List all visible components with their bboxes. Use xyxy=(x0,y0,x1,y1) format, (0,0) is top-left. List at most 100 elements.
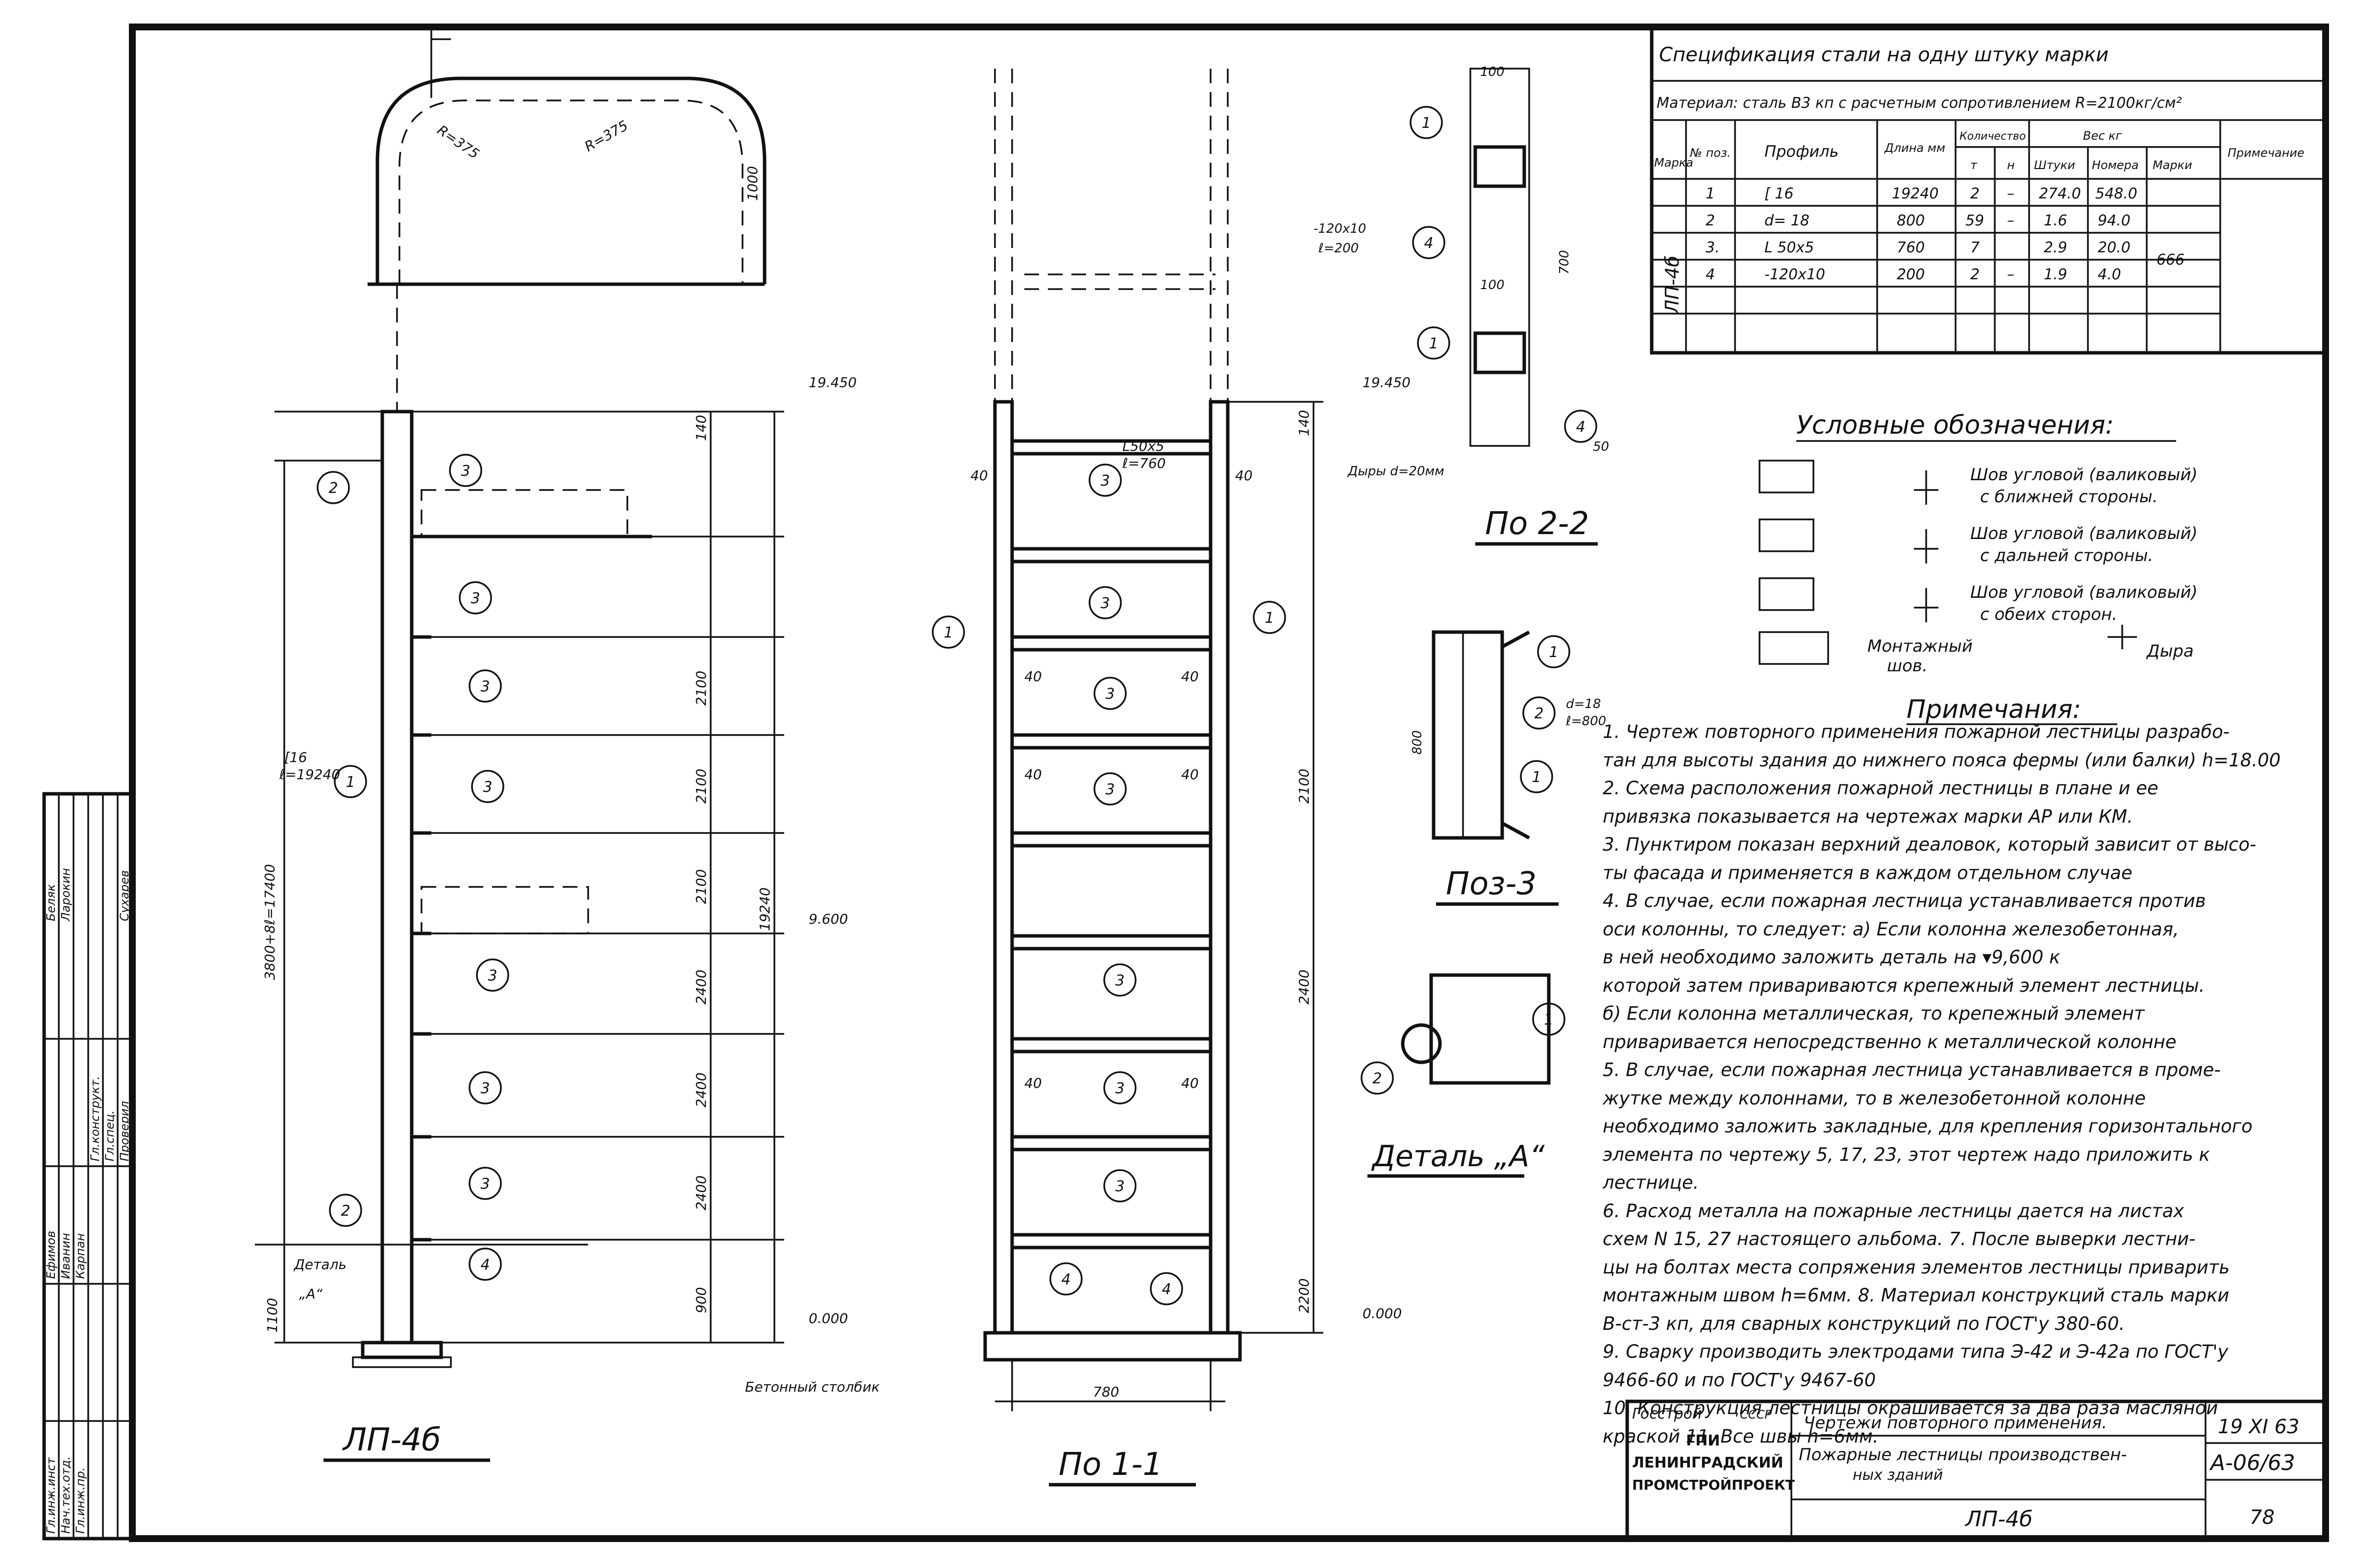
dim-2100b: 2100 xyxy=(693,769,709,804)
side-name-2: Ларокин xyxy=(59,868,73,922)
note-line-10: которой затем привариваются крепежный эл… xyxy=(1603,975,2205,996)
spec-row-4-qn: – xyxy=(2007,266,2014,283)
dim-2400a: 2400 xyxy=(693,970,709,1004)
note-line-11: б) Если колонна металлическая, то крепеж… xyxy=(1603,1003,2145,1024)
spec-row-3-w2: 20.0 xyxy=(2098,239,2131,256)
note-line-5: 3. Пунктиром показан верхний деаловок, к… xyxy=(1603,834,2257,855)
note-line-3: 2. Схема расположения пожарной лестницы … xyxy=(1603,778,2158,799)
dim-800: 800 xyxy=(1410,730,1425,755)
svg-text:1: 1 xyxy=(1544,1011,1553,1029)
dim-100b: 100 xyxy=(1480,278,1505,293)
legend: Условные обозначения: Шов угловой (валик… xyxy=(1759,411,2198,676)
stringer-left xyxy=(993,400,1014,1335)
view-lp4b-title: ЛП-4б xyxy=(342,1422,441,1458)
concrete-label: Бетонный столбик xyxy=(745,1379,880,1395)
spec-row-4-qt: 2 xyxy=(1970,266,1980,283)
view-pos-3: 121 d=18 ℓ=800 800 Поз-3 xyxy=(1410,630,1606,906)
spec-row-3-w1: 2.9 xyxy=(2044,239,2067,256)
spec-row-4-length: 200 xyxy=(1897,266,1925,283)
notes: 1. Чертеж повторного применения пожарной… xyxy=(1603,718,2328,1450)
side-role-4: Гл.конструкт. xyxy=(88,1076,102,1161)
spec-row-1-w2: 548.0 xyxy=(2095,185,2137,202)
spec-h-mark: Марка xyxy=(1654,156,1693,170)
stamp-org5: ПРОМСТРОЙПРОЕКТ xyxy=(1632,1476,1795,1493)
dim-40b: 40 xyxy=(1235,467,1253,484)
note-line-1: 1. Чертеж повторного применения пожарной… xyxy=(1603,721,2230,742)
side-role-6: Проверил xyxy=(118,1101,131,1161)
legend-item-3-l1: Шов угловой (валиковый) xyxy=(1970,583,2198,602)
dim-50: 50 xyxy=(1593,440,1609,454)
spec-row-3-profile: L 50х5 xyxy=(1764,239,1814,256)
dim-40d: 40 xyxy=(1181,668,1199,685)
stamp-date: 19 XI 63 xyxy=(2218,1416,2299,1438)
spec-row-1-profile: [ 16 xyxy=(1764,185,1793,202)
dim-top: 1000 xyxy=(744,166,761,201)
detail-a-ref: Деталь xyxy=(293,1256,347,1273)
spec-rows: 1 [ 16 19240 2 – 274.0 548.0 2 d= 18 800… xyxy=(1706,185,2184,283)
plate-length: ℓ=200 xyxy=(1318,241,1359,256)
side-role-2: Нач.тех.отд. xyxy=(59,1456,73,1534)
svg-text:2: 2 xyxy=(328,480,338,497)
spec-row-3-length: 760 xyxy=(1897,239,1925,256)
rod-length: ℓ=800 xyxy=(1565,714,1606,729)
svg-text:3: 3 xyxy=(1100,595,1110,612)
dim-c16: [16 xyxy=(284,749,307,765)
dim-r2: R=375 xyxy=(582,117,631,155)
spec-row-2-qn: – xyxy=(2007,212,2014,229)
angle-label: L50x5 xyxy=(1122,438,1165,454)
angle-length: ℓ=760 xyxy=(1122,455,1166,471)
elev-0000: 0.000 xyxy=(809,1310,848,1326)
svg-text:2: 2 xyxy=(1534,705,1543,722)
spec-table xyxy=(1650,25,2328,355)
stamp-sheet: 78 xyxy=(2250,1506,2275,1529)
spec-row-3-qt: 7 xyxy=(1970,239,1980,256)
stamp-org1: Госстрой xyxy=(1632,1405,1702,1422)
note-line-9: в ней необходимо заложить деталь на ▾9,6… xyxy=(1603,947,2060,968)
spec-row-2-length: 800 xyxy=(1897,212,1925,229)
svg-text:3: 3 xyxy=(483,779,492,796)
svg-text:3: 3 xyxy=(480,1176,490,1193)
note-line-14: жутке между колоннами, то в железобетонн… xyxy=(1603,1087,2146,1109)
spec-h-w-piece: Штуки xyxy=(2034,158,2075,172)
stamp-title-4: ЛП-4б xyxy=(1964,1507,2033,1532)
note-line-6: ты фасада и применяется в каждом отдельн… xyxy=(1603,862,2133,883)
dim-full: 19240 xyxy=(757,887,773,931)
side-role-1: Гл.инж.инст xyxy=(44,1457,58,1534)
note-line-20: цы на болтах места сопряжения элементов … xyxy=(1603,1256,2230,1278)
spec-row-4-profile: -120х10 xyxy=(1764,266,1825,283)
svg-text:1: 1 xyxy=(1532,769,1541,786)
ladder-stringer xyxy=(380,410,414,1345)
elev-0000-b: 0.000 xyxy=(1363,1305,1402,1322)
dim-1100: 1100 xyxy=(264,1298,280,1333)
svg-text:2: 2 xyxy=(341,1202,350,1220)
spec-h-profile: Профиль xyxy=(1764,142,1838,161)
note-line-4: привязка показывается на чертежах марки … xyxy=(1603,806,2133,827)
spec-h-note: Примечание xyxy=(2228,146,2305,160)
svg-text:3: 3 xyxy=(1100,472,1110,490)
dim-40e: 40 xyxy=(1024,766,1042,783)
dim-total: 3800+8ℓ=17400 xyxy=(262,864,278,980)
spec-h-w-pos: Номера xyxy=(2092,158,2139,172)
dim-700: 700 xyxy=(1557,250,1572,274)
dim-2100c: 2100 xyxy=(693,869,709,904)
dim-2400b: 2400 xyxy=(693,1073,709,1107)
view-section-1-1-title: По 1-1 xyxy=(1059,1446,1163,1483)
spec-row-2-w1: 1.6 xyxy=(2044,212,2067,229)
note-line-19: схем N 15, 27 настоящего альбома. 7. Пос… xyxy=(1603,1228,2196,1250)
dim-900: 900 xyxy=(693,1287,709,1313)
svg-text:3: 3 xyxy=(488,967,497,984)
legend-item-1-l2: с ближней стороны. xyxy=(1980,487,2158,507)
dim-40c: 40 xyxy=(1024,668,1042,685)
view-section-2-2: 14 14 100 100 700 -120x10 ℓ=200 Дыры d=2… xyxy=(1314,65,1609,546)
legend-item-2-l2: с дальней стороны. xyxy=(1980,546,2153,565)
note-line-7: 4. В случае, если пожарная лестница уста… xyxy=(1603,890,2206,911)
svg-text:3: 3 xyxy=(1115,1178,1124,1195)
note-line-13: 5. В случае, если пожарная лестница уста… xyxy=(1603,1059,2221,1080)
dim-2100-r: 2100 xyxy=(1296,769,1312,804)
spec-material: Материал: сталь В3 кп с расчетным сопрот… xyxy=(1657,95,2182,112)
svg-text:3: 3 xyxy=(480,1080,490,1097)
view-detail-a: 21 Деталь „А“ xyxy=(1361,973,1565,1178)
note-line-21: монтажным швом h=6мм. 8. Материал констр… xyxy=(1603,1285,2230,1306)
note-line-8: оси колонны, то следует: а) Если колонна… xyxy=(1603,918,2179,940)
